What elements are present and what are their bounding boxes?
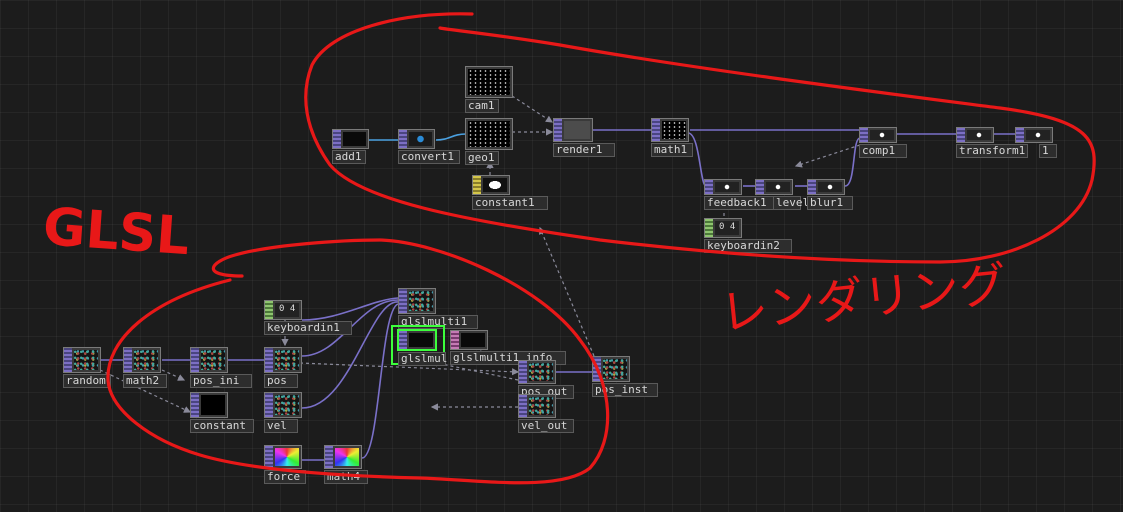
node-label: add1 [332, 150, 366, 164]
node-label: transform1 [956, 144, 1028, 158]
node-label: 1 [1039, 144, 1057, 158]
chop-glyph: 0 4 [279, 304, 296, 314]
node-label: render1 [553, 143, 615, 157]
node-label: pos [264, 374, 298, 388]
wire [539, 226, 595, 357]
node-label: math2 [123, 374, 167, 388]
node-label: pos_inst [592, 383, 658, 397]
node-label: math1 [651, 143, 693, 157]
node-label: blur1 [807, 196, 853, 210]
wire [435, 133, 467, 141]
node-label: vel [264, 419, 298, 433]
wire [511, 95, 554, 123]
chop-glyph: 0 4 [719, 222, 736, 232]
node-label: glslmul [398, 352, 447, 366]
node-label: vel_out [518, 419, 574, 433]
node-label: keyboardin2 [704, 239, 792, 253]
node-label: keyboardin1 [264, 321, 352, 335]
node-label: constant1 [472, 196, 548, 210]
wire [794, 144, 861, 168]
node-label: pos_ini [190, 374, 252, 388]
node-label: geo1 [465, 151, 499, 165]
node-label: level1 [773, 196, 816, 210]
node-label: feedback1 [704, 196, 774, 210]
node-label: comp1 [859, 144, 907, 158]
node-label: random [63, 374, 111, 388]
node-label: convert1 [398, 150, 460, 164]
node-label: cam1 [465, 99, 499, 113]
node-label: constant [190, 419, 254, 433]
node-label: force [264, 470, 306, 484]
node-label: math4 [324, 470, 368, 484]
